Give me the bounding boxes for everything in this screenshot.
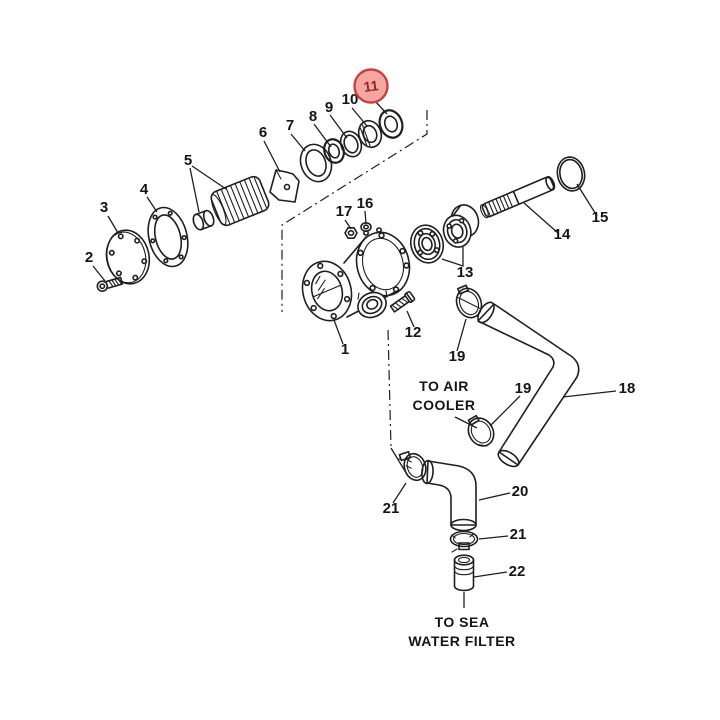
part-11-seal: [378, 109, 404, 139]
part-14-shaft: [479, 175, 556, 219]
part-11-highlight[interactable]: 11: [353, 68, 389, 104]
part-15-o-ring: [556, 156, 586, 192]
part-label-11[interactable]: 11: [363, 77, 380, 95]
part-19-clamp-a: [455, 284, 483, 319]
leader-21b: [478, 535, 509, 540]
part-5-impeller-hub: [192, 209, 215, 231]
air-cooler-line2: COOLER: [413, 397, 476, 413]
part-label-17: 17: [336, 203, 353, 220]
part-13-bearings: [409, 204, 480, 264]
part-18-hose: [477, 301, 580, 468]
part-7-seal-ring: [299, 143, 333, 183]
leader-21a: [392, 482, 407, 504]
part-11-highlight-circle[interactable]: [353, 68, 389, 104]
part-label-18: 18: [619, 380, 636, 397]
leader-12: [406, 310, 415, 328]
part-number-labels: 1 2 3 4 5 6 7 8 9 10 12 13 14 15 16 17 1…: [85, 91, 636, 580]
leader-10: [351, 107, 368, 127]
part-10-seal: [357, 119, 383, 149]
leader-15: [576, 183, 598, 217]
centerlines: [281, 110, 465, 608]
part-label-15: 15: [592, 209, 609, 226]
part-20-elbow-hose: [421, 459, 477, 532]
part-3-cover-plate: [105, 229, 151, 285]
part-label-14: 14: [554, 226, 571, 243]
part-8-seal: [323, 138, 345, 164]
leader-lines: [92, 100, 617, 578]
outlet-neck-lines: [357, 290, 388, 300]
annotation-to-air-cooler: TO AIR COOLER: [413, 378, 476, 413]
leader-19b: [489, 395, 521, 427]
leader-5: [189, 165, 227, 213]
leader-19a: [456, 318, 467, 352]
annotation-to-sea-water-filter: TO SEA WATER FILTER: [408, 614, 515, 649]
part-19-clamp-b: [467, 414, 495, 447]
leader-7: [290, 133, 306, 152]
leader-8: [313, 123, 332, 148]
part-4-gasket: [147, 206, 189, 268]
leader-18: [562, 390, 617, 398]
sea-filter-line2: WATER FILTER: [408, 633, 515, 649]
part-22-fitting: [453, 554, 475, 592]
part-label-2: 2: [85, 249, 93, 266]
part-17-nut: [344, 227, 358, 239]
part-label-19a: 19: [449, 348, 466, 365]
part-label-9: 9: [325, 99, 333, 116]
part-label-1: 1: [341, 341, 349, 358]
leader-13: [441, 247, 464, 267]
leader-air-cooler: [454, 416, 478, 429]
leader-22: [473, 571, 508, 578]
leader-9: [329, 114, 348, 139]
centerline-pump-outlet: [387, 329, 392, 449]
stud-b: [375, 227, 382, 233]
part-label-3: 3: [100, 199, 108, 216]
part-label-13: 13: [457, 264, 474, 281]
part-label-16: 16: [357, 195, 374, 212]
leader-6: [263, 140, 281, 173]
sea-filter-line1: TO SEA: [435, 614, 490, 630]
leader-14: [523, 202, 559, 234]
part-label-8: 8: [309, 108, 317, 125]
part-label-21b: 21: [510, 526, 527, 543]
part-9-washer: [339, 130, 363, 158]
part-21-clamp-a: [397, 450, 427, 482]
leader-4: [146, 196, 158, 213]
part-label-10: 10: [342, 91, 359, 108]
part-label-5: 5: [184, 152, 192, 169]
pump-outlet-port: [357, 291, 387, 319]
leader-11: [374, 100, 388, 115]
stud-a: [362, 230, 369, 236]
part-label-4: 4: [140, 181, 149, 198]
part-2-screw: [96, 276, 124, 293]
leader-20: [478, 492, 511, 501]
part-label-20: 20: [512, 483, 529, 500]
leader-3: [107, 215, 119, 234]
part-5-impeller: [210, 175, 270, 227]
centerline-top-group: [281, 110, 428, 312]
part-label-6: 6: [259, 124, 267, 141]
leader-16: [364, 210, 367, 225]
part-1-pump-body: [301, 227, 411, 322]
air-cooler-line1: TO AIR: [419, 378, 469, 394]
part-16-washer: [360, 222, 372, 233]
leader-2: [92, 265, 106, 282]
part-label-22: 22: [509, 563, 526, 580]
part-6-cam-plate: [269, 169, 300, 203]
part-label-7: 7: [286, 117, 294, 134]
part-12-screw: [389, 290, 416, 313]
part-label-21a: 21: [383, 500, 400, 517]
part-label-19b: 19: [515, 380, 532, 397]
part-21-clamp-b: [449, 530, 479, 553]
part-label-12: 12: [405, 324, 422, 341]
leader-1: [333, 319, 344, 345]
leader-17: [344, 219, 352, 230]
